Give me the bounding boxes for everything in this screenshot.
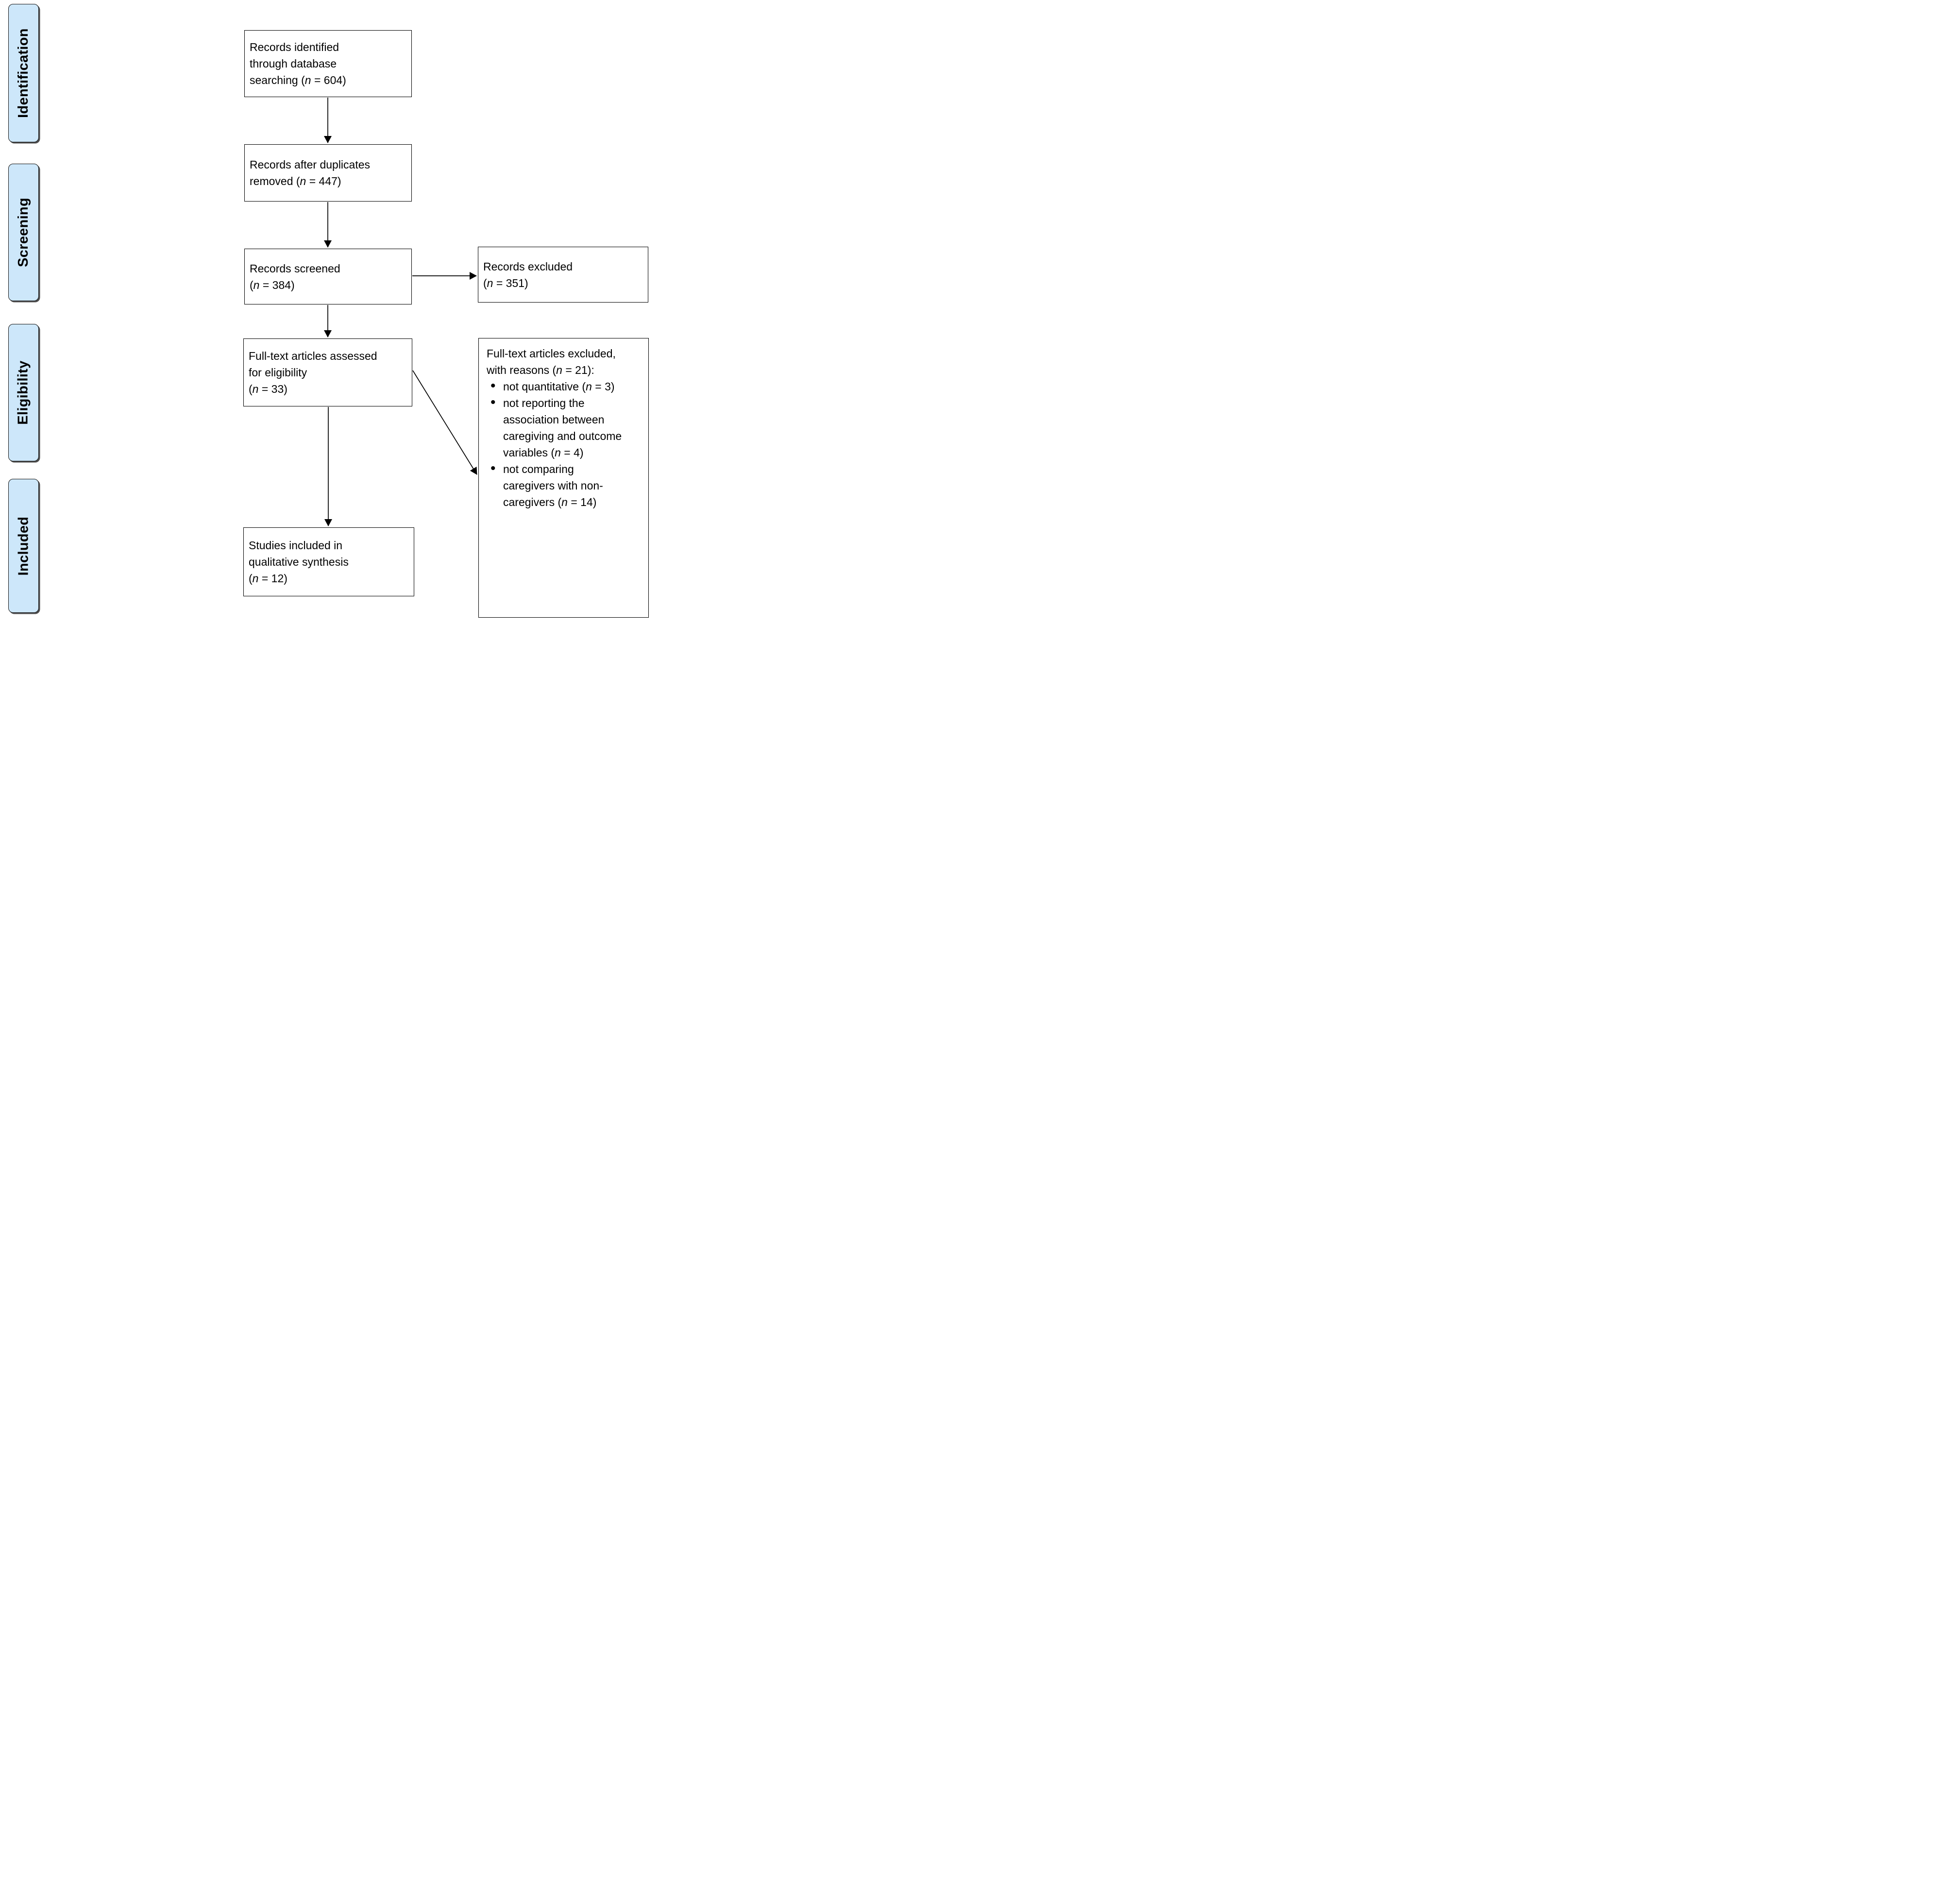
exclusion-reason-item: not quantitative (n = 3) [490, 378, 642, 395]
prisma-flow-diagram: Identification Screening Eligibility Inc… [0, 0, 653, 630]
arrow-fulltext-to-excluded-diagonal [412, 370, 477, 475]
box-records-screened: Records screened(n = 384) [244, 249, 412, 304]
fulltext-excluded-header: Full-text articles excluded,with reasons… [487, 347, 616, 376]
stage-eligibility-label: Eligibility [16, 360, 32, 425]
box-records-excluded-text: Records excluded(n = 351) [483, 260, 573, 289]
stage-screening: Screening [8, 164, 39, 301]
fulltext-excluded-reasons: not quantitative (n = 3) not reporting t… [487, 378, 642, 510]
box-records-screened-text: Records screened(n = 384) [250, 262, 340, 291]
stage-screening-label: Screening [16, 198, 32, 267]
stage-included: Included [8, 479, 39, 613]
stage-eligibility: Eligibility [8, 324, 39, 461]
stage-included-label: Included [16, 516, 32, 575]
box-records-excluded: Records excluded(n = 351) [478, 247, 648, 303]
stage-identification-label: Identification [16, 28, 31, 118]
stage-identification: Identification [8, 4, 39, 142]
box-fulltext-excluded: Full-text articles excluded,with reasons… [478, 338, 649, 618]
